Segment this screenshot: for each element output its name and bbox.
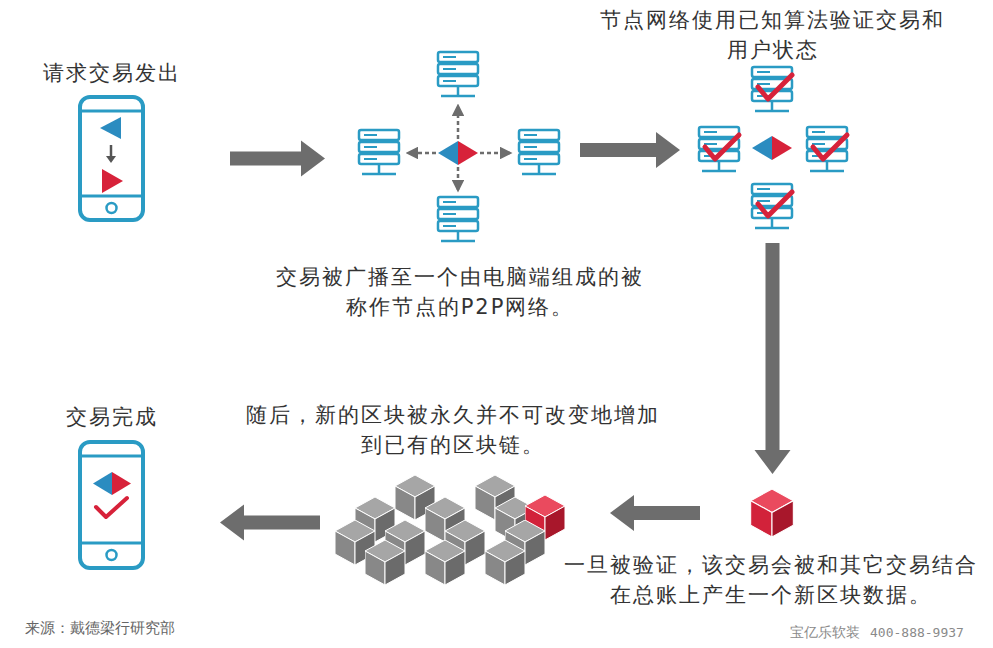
illustration-part (82, 195, 141, 198)
caption-text: 随后，新的区块被永久并不可改变地增加到已有的区块链。 (240, 400, 665, 460)
verified-network (699, 67, 847, 228)
caption-text: 交易被广播至一个由电脑端组成的被称作节点的P2P网络。 (270, 262, 650, 322)
illustration-part (438, 197, 478, 241)
illustration-part (82, 542, 141, 545)
flow-arrow (220, 505, 320, 541)
illustration-part (365, 540, 405, 585)
illustration-part (480, 152, 510, 155)
illustration-part (96, 498, 127, 517)
process-step: 请求交易发出 (78, 95, 145, 222)
phone-request (80, 97, 143, 220)
watermark: 宝亿乐软装 (790, 624, 860, 642)
caption-text: 一旦被验证，该交易会被和其它交易结合在总账上产生一个新区块数据。 (558, 550, 983, 610)
illustration-part (106, 156, 116, 163)
phone-complete (80, 442, 143, 568)
illustration-part (752, 136, 792, 160)
process-step: 节点网络使用已知算法验证交易和用户状态 (695, 65, 850, 235)
illustration-part (93, 472, 131, 495)
process-step: 交易完成 (78, 440, 145, 570)
caption-text: 交易完成 (37, 402, 187, 432)
illustration-part (758, 192, 792, 216)
illustration-part (807, 127, 847, 171)
process-step: 随后，新的区块被永久并不可改变地增加到已有的区块链。 (335, 475, 570, 585)
block-chain (335, 475, 565, 585)
new-block-cube (751, 489, 794, 537)
illustration-part (457, 106, 460, 139)
flow-arrow (610, 495, 700, 531)
illustration-part (80, 97, 143, 220)
illustration-part (82, 110, 141, 113)
flow-arrow (580, 132, 680, 168)
illustration-part (438, 141, 478, 165)
illustration-part (110, 145, 113, 157)
illustration-part (408, 152, 436, 155)
step-caption: 交易被广播至一个由电脑端组成的被称作节点的P2P网络。 (270, 262, 650, 322)
illustration-part (813, 135, 847, 159)
illustration-part (457, 167, 460, 190)
illustration-part (102, 169, 123, 193)
flow-arrow (755, 243, 791, 474)
illustration-part (752, 67, 792, 111)
illustration-part (752, 184, 792, 228)
illustration-part (107, 203, 117, 213)
step-caption: 一旦被验证，该交易会被和其它交易结合在总账上产生一个新区块数据。 (558, 550, 983, 610)
illustration-part (438, 52, 478, 96)
step-caption: 节点网络使用已知算法验证交易和用户状态 (593, 5, 953, 65)
flow-arrow (230, 141, 325, 177)
illustration-part (82, 455, 141, 458)
illustration-part (519, 130, 559, 174)
p2p-network (359, 52, 559, 241)
step-caption: 随后，新的区块被永久并不可改变地增加到已有的区块链。 (240, 400, 665, 460)
illustration-part (758, 75, 792, 99)
illustration-part (699, 127, 739, 171)
process-step: 一旦被验证，该交易会被和其它交易结合在总账上产生一个新区块数据。 (745, 488, 800, 538)
process-step: 交易被广播至一个由电脑端组成的被称作节点的P2P网络。 (355, 50, 565, 245)
watermark: 400-888-9937 (870, 625, 964, 640)
illustration-part (80, 442, 143, 568)
illustration-part (705, 75, 847, 216)
illustration-part (100, 117, 121, 139)
illustration-part (425, 540, 465, 585)
step-caption: 请求交易发出 (37, 58, 187, 88)
illustration-part (705, 135, 739, 159)
source-note: 来源：戴德梁行研究部 (25, 619, 175, 638)
step-caption: 交易完成 (37, 402, 187, 432)
illustration-part (107, 550, 117, 560)
illustration-part (359, 130, 399, 174)
caption-text: 节点网络使用已知算法验证交易和用户状态 (593, 5, 953, 65)
illustration-part (485, 540, 525, 585)
caption-text: 请求交易发出 (37, 58, 187, 88)
